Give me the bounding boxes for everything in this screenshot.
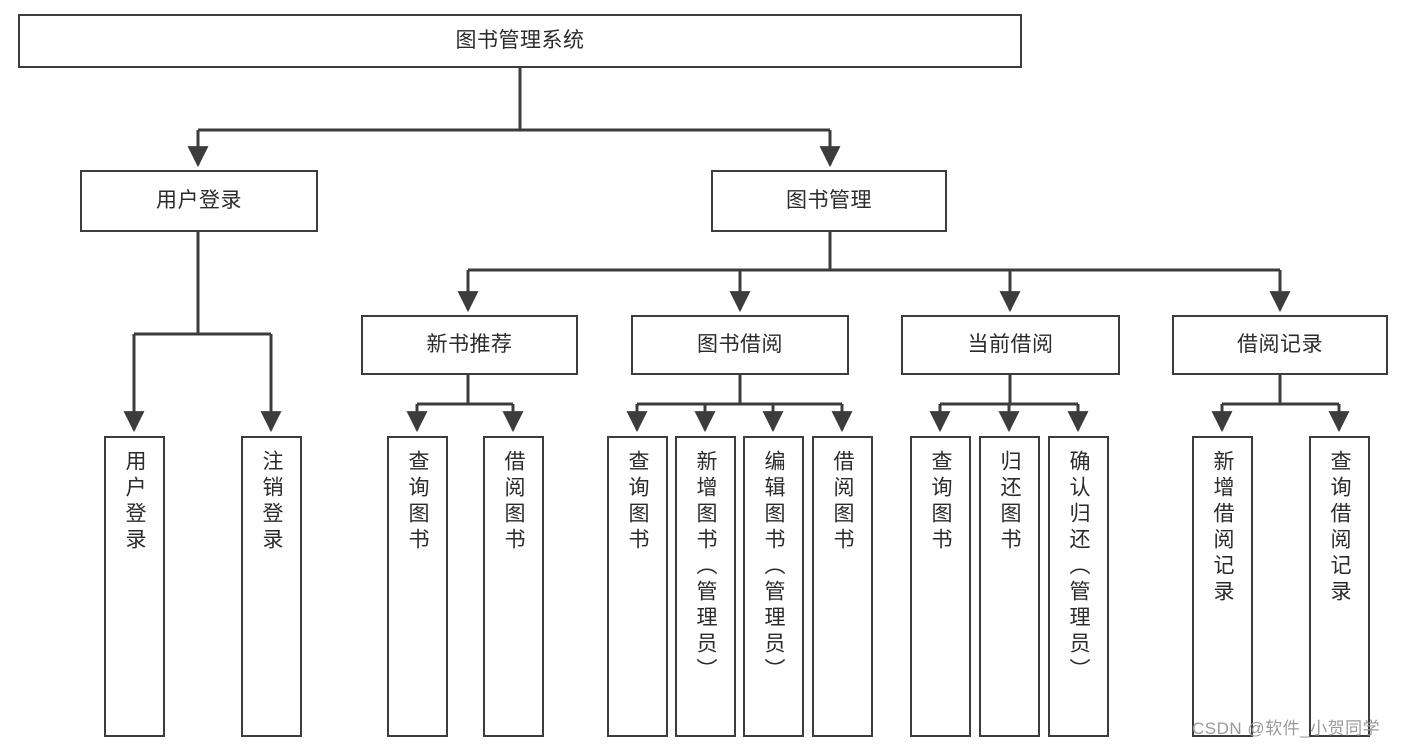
node-book-borrow[interactable]: 图书借阅 — [631, 315, 849, 375]
node-book-manage[interactable]: 图书管理 — [711, 170, 947, 232]
node-leaf-query-book-borrow[interactable]: 查询图书 — [607, 436, 668, 737]
node-new-book-recommend[interactable]: 新书推荐 — [361, 315, 578, 375]
node-leaf-query-book-recommend[interactable]: 查询图书 — [387, 436, 448, 737]
node-leaf-logout-label: 注销登录 — [260, 450, 283, 554]
node-root-system[interactable]: 图书管理系统 — [18, 14, 1022, 68]
node-root-system-label: 图书管理系统 — [455, 28, 585, 52]
node-leaf-query-book-current-label: 查询图书 — [929, 450, 952, 554]
node-leaf-borrow-book-label: 借阅图书 — [831, 450, 854, 554]
node-user-login-label: 用户登录 — [156, 188, 242, 212]
node-leaf-borrow-book-recommend-label: 借阅图书 — [502, 450, 525, 554]
node-leaf-logout[interactable]: 注销登录 — [241, 436, 302, 737]
node-leaf-add-book-admin[interactable]: 新增图书（管理员） — [675, 436, 736, 737]
node-current-borrow[interactable]: 当前借阅 — [901, 315, 1120, 375]
node-leaf-query-borrow-record[interactable]: 查询借阅记录 — [1309, 436, 1370, 737]
node-book-manage-label: 图书管理 — [786, 188, 872, 212]
node-leaf-query-book-current[interactable]: 查询图书 — [910, 436, 971, 737]
node-book-borrow-label: 图书借阅 — [697, 332, 783, 356]
node-current-borrow-label: 当前借阅 — [967, 332, 1054, 356]
node-leaf-return-book[interactable]: 归还图书 — [979, 436, 1040, 737]
node-new-book-recommend-label: 新书推荐 — [426, 332, 513, 356]
node-leaf-confirm-return-admin[interactable]: 确认归还（管理员） — [1048, 436, 1109, 737]
node-borrow-record[interactable]: 借阅记录 — [1172, 315, 1388, 375]
node-leaf-edit-book-admin-label: 编辑图书（管理员） — [762, 450, 785, 684]
node-leaf-query-book-borrow-label: 查询图书 — [626, 450, 649, 554]
node-leaf-query-borrow-record-label: 查询借阅记录 — [1328, 450, 1351, 606]
node-leaf-query-book-recommend-label: 查询图书 — [406, 450, 429, 554]
node-leaf-return-book-label: 归还图书 — [998, 450, 1021, 554]
node-leaf-add-book-admin-label: 新增图书（管理员） — [694, 450, 717, 684]
node-leaf-borrow-book[interactable]: 借阅图书 — [812, 436, 873, 737]
node-leaf-add-borrow-record[interactable]: 新增借阅记录 — [1192, 436, 1253, 737]
node-user-login[interactable]: 用户登录 — [80, 170, 318, 232]
node-borrow-record-label: 借阅记录 — [1237, 332, 1323, 356]
node-leaf-confirm-return-admin-label: 确认归还（管理员） — [1067, 450, 1090, 684]
node-leaf-user-login[interactable]: 用户登录 — [104, 436, 165, 737]
node-leaf-add-borrow-record-label: 新增借阅记录 — [1211, 450, 1234, 606]
csdn-watermark: CSDN @软件_小贺同学 — [1192, 719, 1381, 738]
node-leaf-edit-book-admin[interactable]: 编辑图书（管理员） — [743, 436, 804, 737]
node-leaf-user-login-label: 用户登录 — [123, 450, 146, 554]
node-leaf-borrow-book-recommend[interactable]: 借阅图书 — [483, 436, 544, 737]
